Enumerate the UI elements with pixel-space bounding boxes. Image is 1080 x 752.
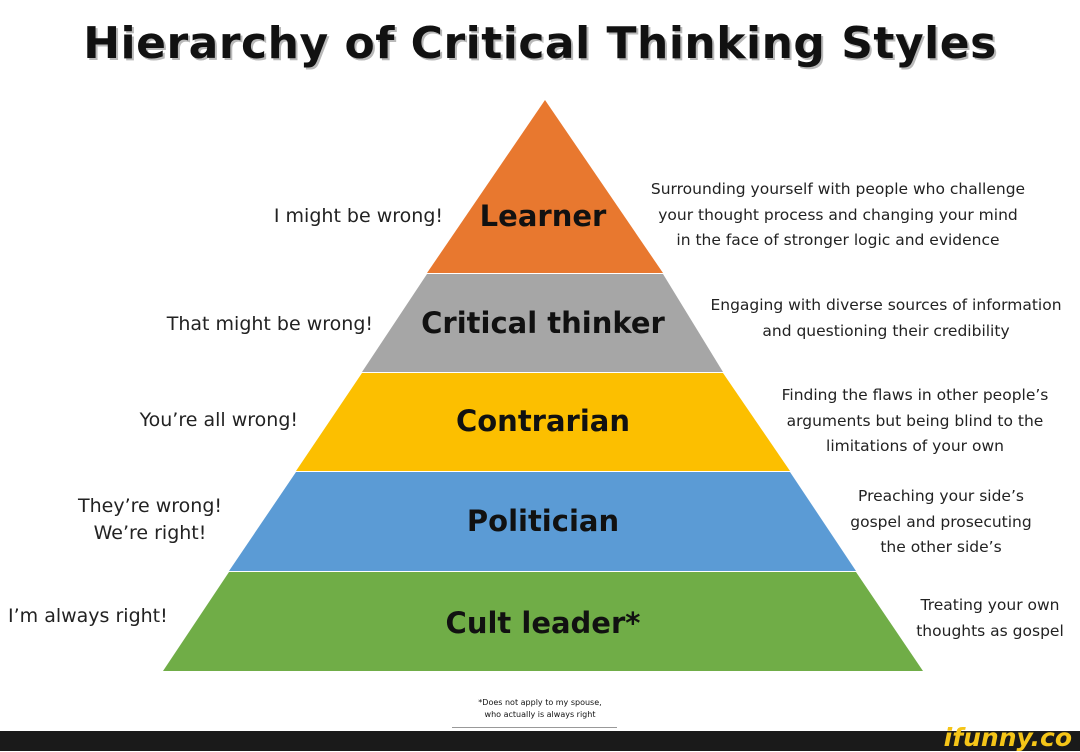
watermark-logo: ifunny.co bbox=[943, 723, 1072, 752]
description-learner: Surrounding yourself with people who cha… bbox=[650, 180, 1026, 250]
quote-cult-leader: I’m always right! bbox=[8, 605, 168, 627]
tier-critical-thinker-label: Critical thinker bbox=[421, 306, 665, 340]
quote-learner: I might be wrong! bbox=[273, 205, 443, 227]
tier-politician-label: Politician bbox=[467, 504, 619, 538]
footnote-divider bbox=[452, 727, 617, 728]
tier-politician-shape bbox=[229, 472, 856, 571]
description-critical-thinker: Engaging with diverse sources of informa… bbox=[710, 296, 1062, 340]
tier-critical-thinker-shape bbox=[362, 274, 723, 372]
tier-learner-label: Learner bbox=[480, 199, 607, 233]
quote-contrarian: You’re all wrong! bbox=[139, 409, 298, 431]
bottom-bar: ifunny.co bbox=[0, 723, 1080, 752]
tier-contrarian-label: Contrarian bbox=[456, 404, 630, 438]
page-title: Hierarchy of Critical Thinking Styles bbox=[83, 18, 997, 69]
tier-contrarian-shape bbox=[296, 373, 790, 471]
quote-politician: They’re wrong!We’re right! bbox=[77, 495, 223, 544]
footnote: *Does not apply to my spouse,who actuall… bbox=[478, 698, 602, 719]
tier-cult-leader-label: Cult leader* bbox=[446, 606, 641, 640]
quote-critical-thinker: That might be wrong! bbox=[166, 313, 373, 335]
tier-cult-leader-shape bbox=[163, 572, 923, 671]
tier-learner-shape bbox=[427, 100, 663, 273]
